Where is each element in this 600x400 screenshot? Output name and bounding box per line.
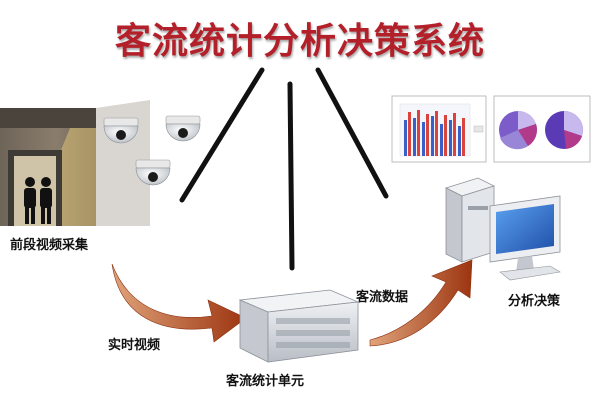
pie-left: [499, 111, 537, 150]
camera-3: [135, 159, 171, 186]
camera-1: [103, 117, 139, 144]
camera-2: [165, 115, 201, 142]
line-to-capture: [179, 67, 265, 203]
line-to-unit: [287, 81, 295, 271]
people-silhouette-icon: [24, 177, 52, 224]
arrow-unit-to-decision: [369, 259, 473, 347]
capture-scene: [0, 100, 150, 226]
line-to-decision: [315, 67, 389, 199]
server-icon: [238, 289, 360, 363]
label-analysis-decision: 分析决策: [508, 294, 561, 309]
label-video-capture: 前段视频采集: [10, 238, 89, 253]
pie-chart-icon: [493, 95, 591, 163]
connection-lines: [179, 67, 389, 271]
dome-camera-icon: [103, 115, 201, 186]
room-ceiling: [0, 108, 112, 128]
desktop-computer-icon: [444, 177, 561, 281]
bars: [404, 110, 465, 156]
label-realtime-video: 实时视频: [108, 338, 161, 353]
label-flow-data: 客流数据: [356, 290, 409, 305]
label-statistics-unit: 客流统计单元: [226, 374, 305, 389]
pie-right: [545, 111, 583, 149]
bar-chart-icon: [391, 95, 487, 163]
diagram-title: 客流统计分析决策系统: [114, 21, 485, 62]
arrow-capture-to-unit: [111, 263, 247, 343]
